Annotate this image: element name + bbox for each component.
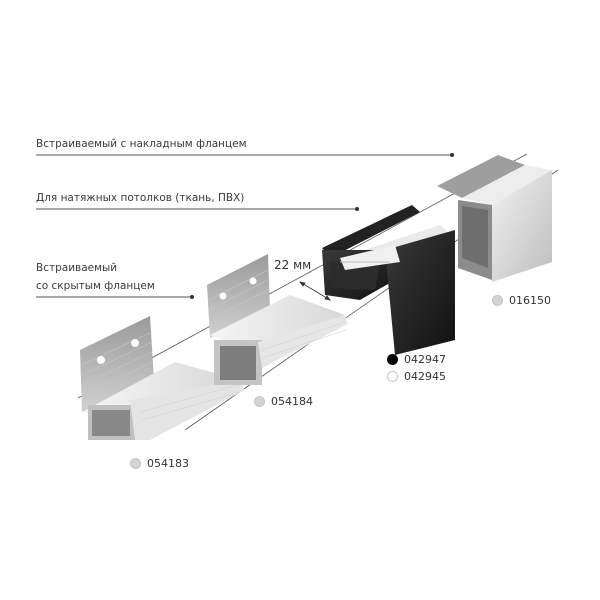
callout-hidden-flange-line2: со скрытым фланцем bbox=[36, 280, 155, 292]
product-code-054184: 054184 bbox=[254, 395, 313, 408]
callout-lines bbox=[36, 154, 452, 298]
callout-surface-flange: Встраиваемый с накладным фланцем bbox=[36, 138, 247, 150]
callout-hidden-flange-line1: Встраиваемый bbox=[36, 262, 118, 274]
product-code-016150: 016150 bbox=[492, 294, 551, 307]
silver-swatch-icon bbox=[254, 396, 265, 407]
product-code-042945: 042945 bbox=[387, 370, 446, 383]
product-code-label: 042945 bbox=[404, 370, 446, 383]
profile-054183 bbox=[80, 316, 245, 440]
profile-054184 bbox=[207, 254, 348, 385]
product-code-label: 042947 bbox=[404, 353, 446, 366]
white-swatch-icon bbox=[387, 371, 398, 382]
product-code-label: 016150 bbox=[509, 294, 551, 307]
black-swatch-icon bbox=[387, 354, 398, 365]
profile-042947 bbox=[322, 205, 455, 355]
product-code-label: 054183 bbox=[147, 457, 189, 470]
silver-swatch-icon bbox=[492, 295, 503, 306]
silver-swatch-icon bbox=[130, 458, 141, 469]
product-code-042947: 042947 bbox=[387, 353, 446, 366]
product-code-label: 054184 bbox=[271, 395, 313, 408]
callout-stretch-ceiling: Для натяжных потолков (ткань, ПВХ) bbox=[36, 192, 245, 204]
product-code-054183: 054183 bbox=[130, 457, 189, 470]
dimension-label: 22 мм bbox=[274, 258, 312, 272]
profile-016150 bbox=[437, 155, 552, 282]
